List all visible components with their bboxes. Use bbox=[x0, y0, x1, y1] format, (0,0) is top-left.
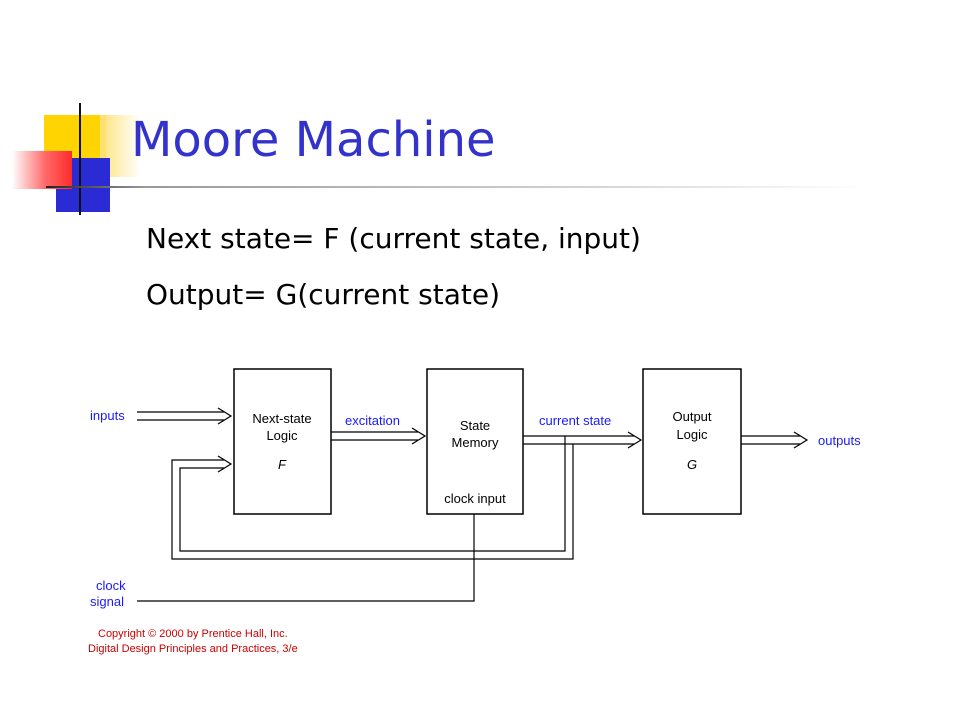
copyright-line-2: Digital Design Principles and Practices,… bbox=[88, 643, 298, 655]
state-memory-label-1: State bbox=[460, 418, 490, 433]
clock-signal-line bbox=[137, 514, 475, 602]
bullet-next-state: Next state= F (current state, input) bbox=[146, 222, 641, 255]
state-memory-label-2: Memory bbox=[452, 435, 499, 450]
logo-red-bar bbox=[12, 151, 72, 189]
next-state-label-2: Logic bbox=[266, 428, 298, 443]
inputs-arrow bbox=[137, 407, 233, 425]
current-state-label: current state bbox=[539, 413, 611, 428]
clock-label-2: signal bbox=[90, 594, 124, 609]
clock-label-1: clock bbox=[96, 578, 126, 593]
next-state-logic-block bbox=[233, 368, 332, 515]
excitation-label: excitation bbox=[345, 413, 400, 428]
outputs-label: outputs bbox=[818, 433, 861, 448]
next-state-label-1: Next-state bbox=[252, 411, 311, 426]
outputs-arrow bbox=[741, 431, 809, 449]
bullet-output: Output= G(current state) bbox=[146, 278, 501, 311]
clock-input-label: clock input bbox=[444, 491, 506, 506]
state-memory-block bbox=[426, 368, 524, 515]
inputs-label: inputs bbox=[90, 408, 125, 423]
copyright-line-1: Copyright © 2000 by Prentice Hall, Inc. bbox=[98, 628, 288, 640]
excitation-arrow bbox=[331, 427, 427, 445]
current-state-arrow bbox=[523, 431, 643, 449]
feedback-loop bbox=[171, 436, 574, 560]
next-state-func: F bbox=[278, 457, 287, 472]
logo-vertical-line bbox=[79, 103, 81, 215]
title-underline bbox=[46, 186, 866, 188]
slide-title: Moore Machine bbox=[131, 112, 496, 168]
output-logic-label-2: Logic bbox=[676, 427, 708, 442]
output-logic-func: G bbox=[687, 457, 697, 472]
output-logic-block bbox=[642, 368, 742, 515]
output-logic-label-1: Output bbox=[672, 409, 711, 424]
